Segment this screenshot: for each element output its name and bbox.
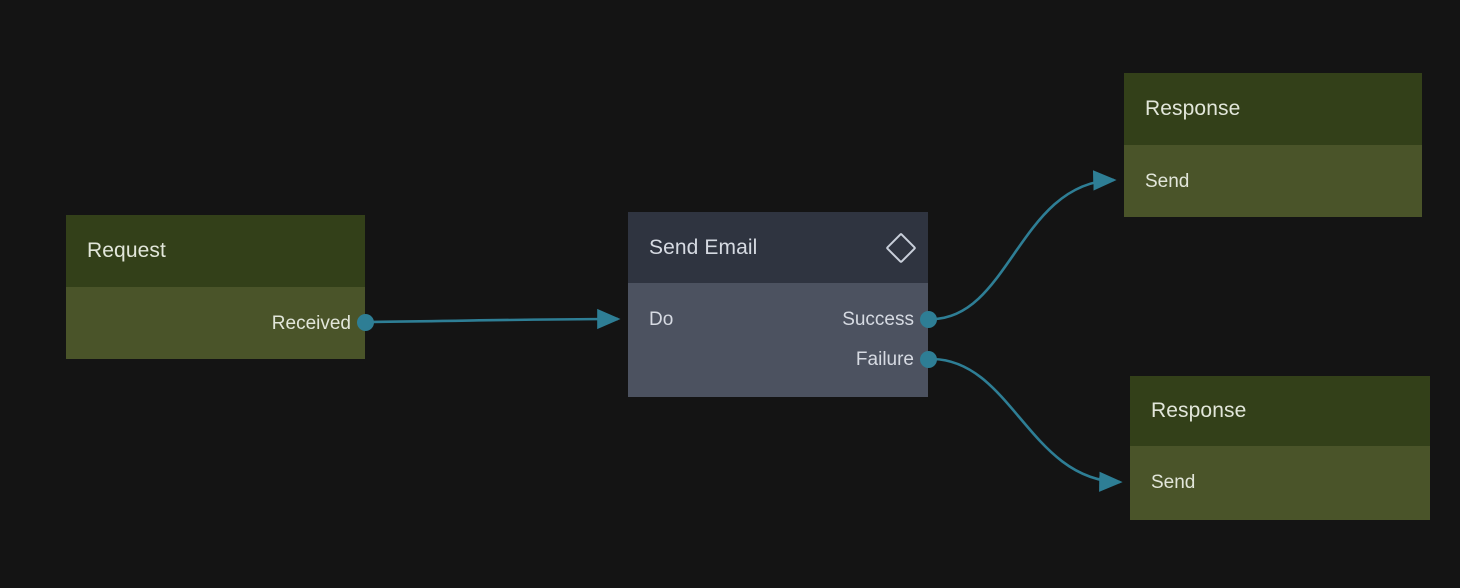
edge-success-to-response[interactable] [932, 170, 1117, 321]
port-dot-request-received[interactable] [357, 314, 374, 331]
port-dot-send-email-success[interactable] [920, 311, 937, 328]
edge-request-to-sendemail[interactable] [365, 308, 621, 330]
node-response-success-header[interactable]: Response [1124, 73, 1422, 145]
port-response-failure-send-label: Send [1151, 472, 1196, 493]
node-request[interactable]: Request Received [66, 215, 365, 359]
node-send-email-body: Do Success Failure [628, 283, 928, 397]
node-response-failure-header[interactable]: Response [1130, 376, 1430, 446]
port-request-received[interactable]: Received [272, 313, 351, 335]
node-request-body: Received [66, 287, 365, 359]
node-response-success-body: Send [1124, 145, 1422, 217]
port-response-failure-send[interactable]: Send [1151, 472, 1195, 494]
port-dot-send-email-failure[interactable] [920, 351, 937, 368]
node-request-title: Request [87, 239, 166, 262]
diamond-icon[interactable] [885, 231, 917, 264]
port-send-email-do[interactable]: Do [649, 309, 673, 331]
port-send-email-failure[interactable]: Failure [856, 349, 914, 371]
port-response-success-send[interactable]: Send [1145, 171, 1189, 193]
node-send-email-title: Send Email [649, 235, 758, 259]
node-response-success-title: Response [1145, 97, 1241, 120]
node-send-email[interactable]: Send Email Do Success Failure [628, 212, 928, 397]
node-send-email-header[interactable]: Send Email [628, 212, 928, 283]
node-request-header[interactable]: Request [66, 215, 365, 287]
port-send-email-failure-label: Failure [855, 349, 914, 370]
node-response-success[interactable]: Response Send [1124, 73, 1422, 217]
port-send-email-success[interactable]: Success [842, 309, 914, 331]
node-response-failure-title: Response [1151, 399, 1247, 422]
port-response-success-send-label: Send [1145, 171, 1190, 192]
port-send-email-do-label: Do [649, 309, 674, 330]
port-send-email-success-label: Success [842, 309, 914, 330]
port-request-received-label: Received [271, 313, 351, 334]
node-response-failure-body: Send [1130, 446, 1430, 520]
edge-failure-to-response[interactable] [932, 357, 1123, 492]
node-response-failure[interactable]: Response Send [1130, 376, 1430, 520]
